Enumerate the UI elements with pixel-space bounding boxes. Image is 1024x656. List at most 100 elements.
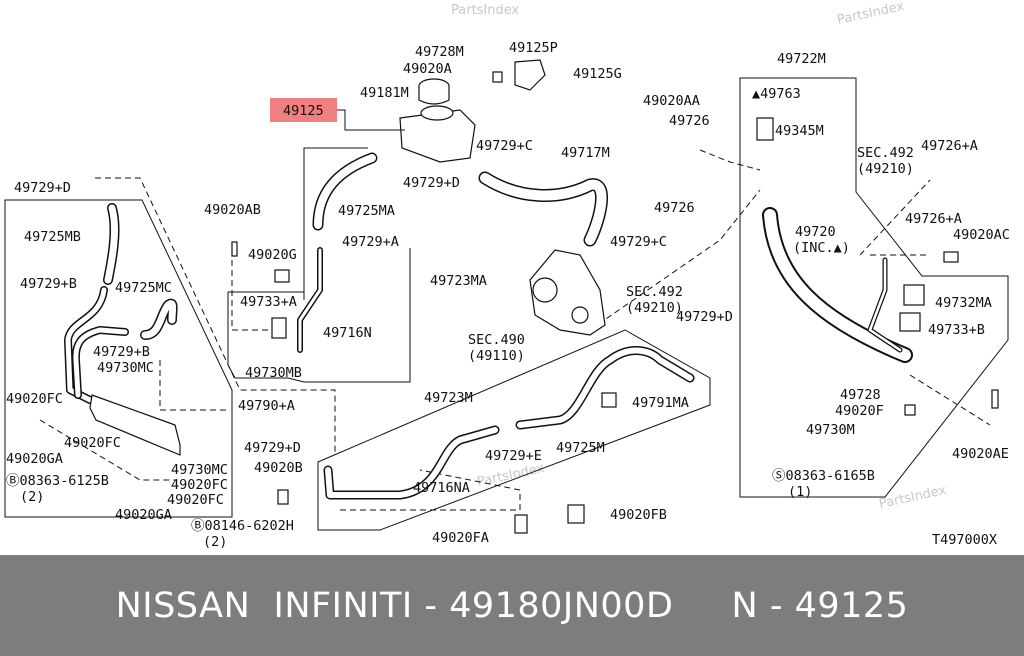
part-label[interactable]: Ⓑ08363-6125B [6, 473, 109, 489]
part-label[interactable]: 49125G [573, 66, 622, 82]
part-label[interactable]: 49726 [654, 200, 695, 216]
leader-line [337, 109, 405, 131]
leader-line [159, 360, 230, 411]
part-label[interactable]: 49020FB [610, 507, 667, 523]
part-label[interactable]: 49732MA [935, 295, 992, 311]
section-ref[interactable]: SEC.490 [468, 332, 525, 348]
part-label[interactable]: 49020AC [953, 227, 1010, 243]
part-quantity: (2) [203, 534, 227, 550]
part-label[interactable]: 49722M [777, 51, 826, 67]
part-label[interactable]: 49730M [806, 422, 855, 438]
part-label[interactable]: 49125P [509, 40, 558, 56]
hose-49725mb [103, 203, 120, 285]
leader-line [909, 374, 991, 426]
pressure-hose-box [739, 77, 1009, 498]
leader-line [95, 177, 336, 452]
part-label[interactable]: 49729+D [676, 309, 733, 325]
bolt-49020ab [231, 241, 238, 257]
section-ref[interactable]: SEC.492 [857, 145, 914, 161]
part-label[interactable]: 49020AA [643, 93, 700, 109]
part-label[interactable]: 49728 [840, 387, 881, 403]
part-label[interactable]: 49729+E [485, 448, 542, 464]
part-label[interactable]: 49020GA [6, 451, 63, 467]
part-label[interactable]: 49726+A [905, 211, 962, 227]
part-labels: 49728M 49125P 49020A 49125G 49181M 49722… [6, 40, 1010, 550]
part-label[interactable]: 49725M [556, 440, 605, 456]
part-label[interactable]: 49181M [360, 85, 409, 101]
part-label[interactable]: 49020FC [64, 435, 121, 451]
part-label[interactable]: 49020G [248, 247, 297, 263]
highlighted-part-box[interactable] [270, 98, 337, 122]
part-label[interactable]: 49729+D [14, 180, 71, 196]
part-label[interactable]: Ⓑ08146-6202H [191, 518, 294, 534]
footer-banner: NISSAN INFINITI - 49180JN00D N - 49125 [0, 555, 1024, 656]
part-label[interactable]: 49020FC [167, 492, 224, 508]
part-label[interactable]: 49345M [775, 123, 824, 139]
section-ref: (49110) [468, 348, 525, 364]
oil-cooler-group-box [4, 199, 233, 518]
leader-line [859, 179, 931, 256]
part-label[interactable]: 49730MC [97, 360, 154, 376]
part-label[interactable]: 49716N [323, 325, 372, 341]
part-label[interactable]: 49729+D [403, 175, 460, 191]
part-label[interactable]: 49733+B [928, 322, 985, 338]
reservoir-hose-box [303, 147, 368, 300]
part-label[interactable]: 49723M [424, 390, 473, 406]
diagram-id: T497000X [932, 532, 997, 548]
part-label[interactable]: 49791MA [632, 395, 689, 411]
part-label[interactable]: 49020B [254, 460, 303, 476]
part-label[interactable]: 49725MB [24, 229, 81, 245]
section-ref[interactable]: SEC.492 [626, 284, 683, 300]
leader-line [231, 250, 270, 331]
part-label[interactable]: 49733+A [240, 294, 297, 310]
part-label[interactable]: 49726+A [921, 138, 978, 154]
part-label[interactable]: 49725MA [338, 203, 395, 219]
part-label[interactable]: 49729+B [20, 276, 77, 292]
grommet-49020f [904, 404, 916, 416]
clip-49791ma [601, 392, 617, 408]
part-label[interactable]: 49725MC [115, 280, 172, 296]
part-label[interactable]: 49020FA [432, 530, 489, 546]
part-label[interactable]: 49723MA [430, 273, 487, 289]
part-label[interactable]: 49716NA [413, 480, 470, 496]
part-label[interactable]: 49729+D [244, 440, 301, 456]
watermark: PartsIndex [476, 461, 546, 490]
highlighted-part-label[interactable]: 49125 [283, 103, 324, 119]
part-label[interactable]: 49729+B [93, 344, 150, 360]
return-tube-box [317, 329, 711, 531]
hose-49725mc [140, 298, 178, 340]
bolt-49020ae [991, 389, 999, 409]
part-label[interactable]: 49729+C [476, 138, 533, 154]
watermark: PartsIndex [878, 483, 948, 512]
part-label[interactable]: 49720 [795, 224, 836, 240]
clip-49020b [277, 489, 289, 505]
part-label[interactable]: 49728M [415, 44, 464, 60]
clamp-49733-b [899, 312, 921, 332]
part-note: (INC.▲) [793, 240, 850, 256]
part-label[interactable]: 49020AB [204, 202, 261, 218]
part-label[interactable]: 49726 [669, 113, 710, 129]
leader-line [699, 149, 761, 171]
part-label[interactable]: 49020FC [6, 391, 63, 407]
clamp-49733-a [271, 317, 287, 339]
tube-49723m [323, 346, 695, 500]
part-label[interactable]: 49020AE [952, 446, 1009, 462]
part-label[interactable]: 49020A [403, 61, 452, 77]
part-label[interactable]: 49730MB [245, 365, 302, 381]
part-quantity: (2) [20, 489, 44, 505]
part-label[interactable]: 49729+A [342, 234, 399, 250]
part-label[interactable]: Ⓢ08363-6165B [772, 468, 875, 484]
fitting-49020ac [943, 251, 959, 263]
part-label[interactable]: 49730MC [171, 462, 228, 478]
part-label[interactable]: 49717M [561, 145, 610, 161]
part-label[interactable]: 49020GA [115, 507, 172, 523]
part-label[interactable]: 49020FC [171, 477, 228, 493]
part-label[interactable]: ▲49763 [752, 86, 801, 102]
part-label[interactable]: 49729+C [610, 234, 667, 250]
watermark: PartsIndex [451, 3, 520, 18]
part-label[interactable]: 49020F [835, 403, 884, 419]
power-steering-pump [529, 249, 606, 336]
reservoir-tank [399, 78, 476, 163]
part-label[interactable]: 49790+A [238, 398, 295, 414]
